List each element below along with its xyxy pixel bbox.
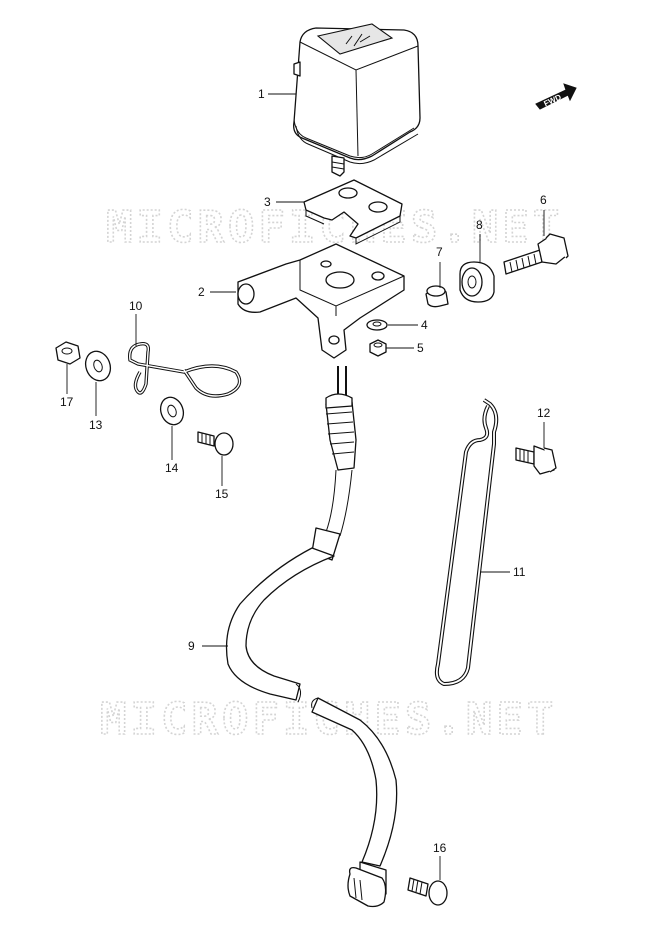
fwd-arrow-icon: FWD [535,83,577,110]
part-17-nut[interactable] [55,341,81,365]
callout-12: 12 [537,406,551,420]
part-9-cable[interactable] [225,366,398,908]
callout-5: 5 [417,341,424,355]
callout-15: 15 [215,487,229,501]
callout-16: 16 [433,841,447,855]
part-14-washer[interactable] [157,394,187,428]
part-5-nut[interactable] [369,339,387,357]
callout-9: 9 [188,639,195,653]
callout-17: 17 [60,395,74,409]
part-10-wire-clip[interactable] [128,341,242,398]
callout-14: 14 [165,461,179,475]
callout-1: 1 [258,87,265,101]
callout-11: 11 [513,565,526,579]
part-12-bolt[interactable] [515,445,557,475]
callout-7: 7 [436,245,443,259]
part-13-washer[interactable] [82,348,115,384]
part-16-screw[interactable] [407,877,448,906]
part-15-screw[interactable] [197,431,234,456]
callout-2: 2 [198,285,205,299]
callout-4: 4 [421,318,428,332]
part-6-bolt[interactable] [503,233,569,275]
part-8-grommet[interactable] [459,261,495,303]
callout-13: 13 [89,418,103,432]
part-1-sender-box[interactable] [293,23,421,177]
part-11-cable-guide[interactable] [434,398,499,687]
part-3-clamp-plate[interactable] [303,179,403,245]
callout-3: 3 [264,195,271,209]
leader-lines [66,93,545,880]
callout-8: 8 [476,218,483,232]
part-4-washer[interactable] [366,319,388,331]
part-2-bracket[interactable] [237,243,405,359]
callout-10: 10 [129,299,143,313]
fwd-label: FWD [542,92,563,108]
callout-labels: 1 2 3 4 5 6 7 8 9 10 11 12 13 14 15 16 1… [60,87,551,855]
callout-6: 6 [540,193,547,207]
part-7-spacer[interactable] [425,285,449,308]
